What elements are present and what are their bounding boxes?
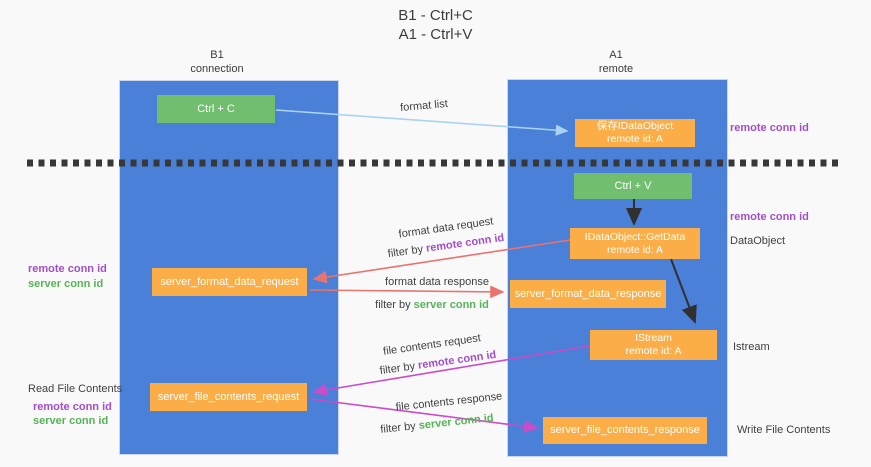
istream-line1: IStream [635, 332, 672, 344]
diagram-title: B1 - Ctrl+C A1 - Ctrl+V [0, 6, 871, 44]
format-data-response-arrow [309, 285, 505, 299]
ctrl-v-label: Ctrl + V [614, 179, 652, 192]
server-file-contents-response-label: server_file_contents_response [550, 424, 700, 436]
remote-conn-id-annotation-left2: remote conn id [33, 401, 112, 413]
server-format-data-response-box: server_format_data_response [510, 280, 666, 308]
file-contents-request-arrow [312, 345, 590, 397]
format-data-request-arrow [312, 239, 571, 284]
server-conn-id-annotation-left1: server conn id [28, 278, 104, 290]
server-format-data-request-label: server_format_data_request [160, 275, 299, 288]
ctrl-v-box: Ctrl + V [574, 173, 692, 199]
istream-box: IStream remote id: A [590, 330, 717, 360]
getdata-line2: remote id: A [606, 243, 664, 256]
write-file-contents-annotation: Write File Contents [737, 424, 831, 436]
remote-conn-id-annotation-top: remote conn id [730, 122, 809, 134]
server-file-contents-request-box: server_file_contents_request [150, 383, 307, 411]
remote-conn-id-annotation-mid: remote conn id [730, 211, 809, 223]
dataobject-annotation: DataObject [730, 235, 786, 247]
server-file-contents-request-label: server_file_contents_request [157, 390, 300, 403]
server-conn-id-text: server conn id [413, 299, 489, 311]
left-column-name: B1 [210, 49, 224, 61]
save-dataobject-line1: 保存IDataObject [596, 120, 674, 132]
right-column-name: A1 [609, 49, 623, 61]
ctrl-c-label: Ctrl + C [197, 102, 235, 115]
getdata-line1: IDataObject::GetData [584, 230, 686, 243]
file-contents-response-arrow [309, 398, 539, 433]
left-column-header: B1 connection [157, 48, 277, 76]
format-list-arrow [275, 109, 569, 136]
read-file-contents-annotation: Read File Contents [28, 383, 123, 395]
remote-conn-id-annotation-left1: remote conn id [28, 263, 107, 275]
server-format-data-response-label: server_format_data_response [514, 287, 662, 300]
server-conn-id-annotation-left2: server conn id [33, 415, 109, 427]
server-format-data-request-box: server_format_data_request [152, 268, 307, 296]
left-column-subtitle: connection [190, 63, 244, 75]
right-column-header: A1 remote [556, 48, 676, 76]
format-data-response-label: format data response [385, 276, 489, 288]
save-dataobject-box: 保存IDataObject remote id: A [575, 119, 695, 147]
getdata-box: IDataObject::GetData remote id: A [570, 228, 700, 259]
right-column-subtitle: remote [598, 63, 634, 75]
server-file-contents-response-box: server_file_contents_response [543, 417, 707, 444]
title-line-2: A1 - Ctrl+V [398, 26, 473, 43]
title-line-1: B1 - Ctrl+C [398, 7, 473, 24]
save-dataobject-line2: remote id: A [606, 133, 664, 145]
getdata-to-istream-arrow [670, 258, 697, 324]
format-data-response-filter-label: filter by server conn id [375, 299, 489, 311]
ctrl-c-box: Ctrl + C [157, 95, 275, 123]
istream-annotation: Istream [733, 341, 770, 353]
istream-line2: remote id: A [625, 345, 682, 357]
